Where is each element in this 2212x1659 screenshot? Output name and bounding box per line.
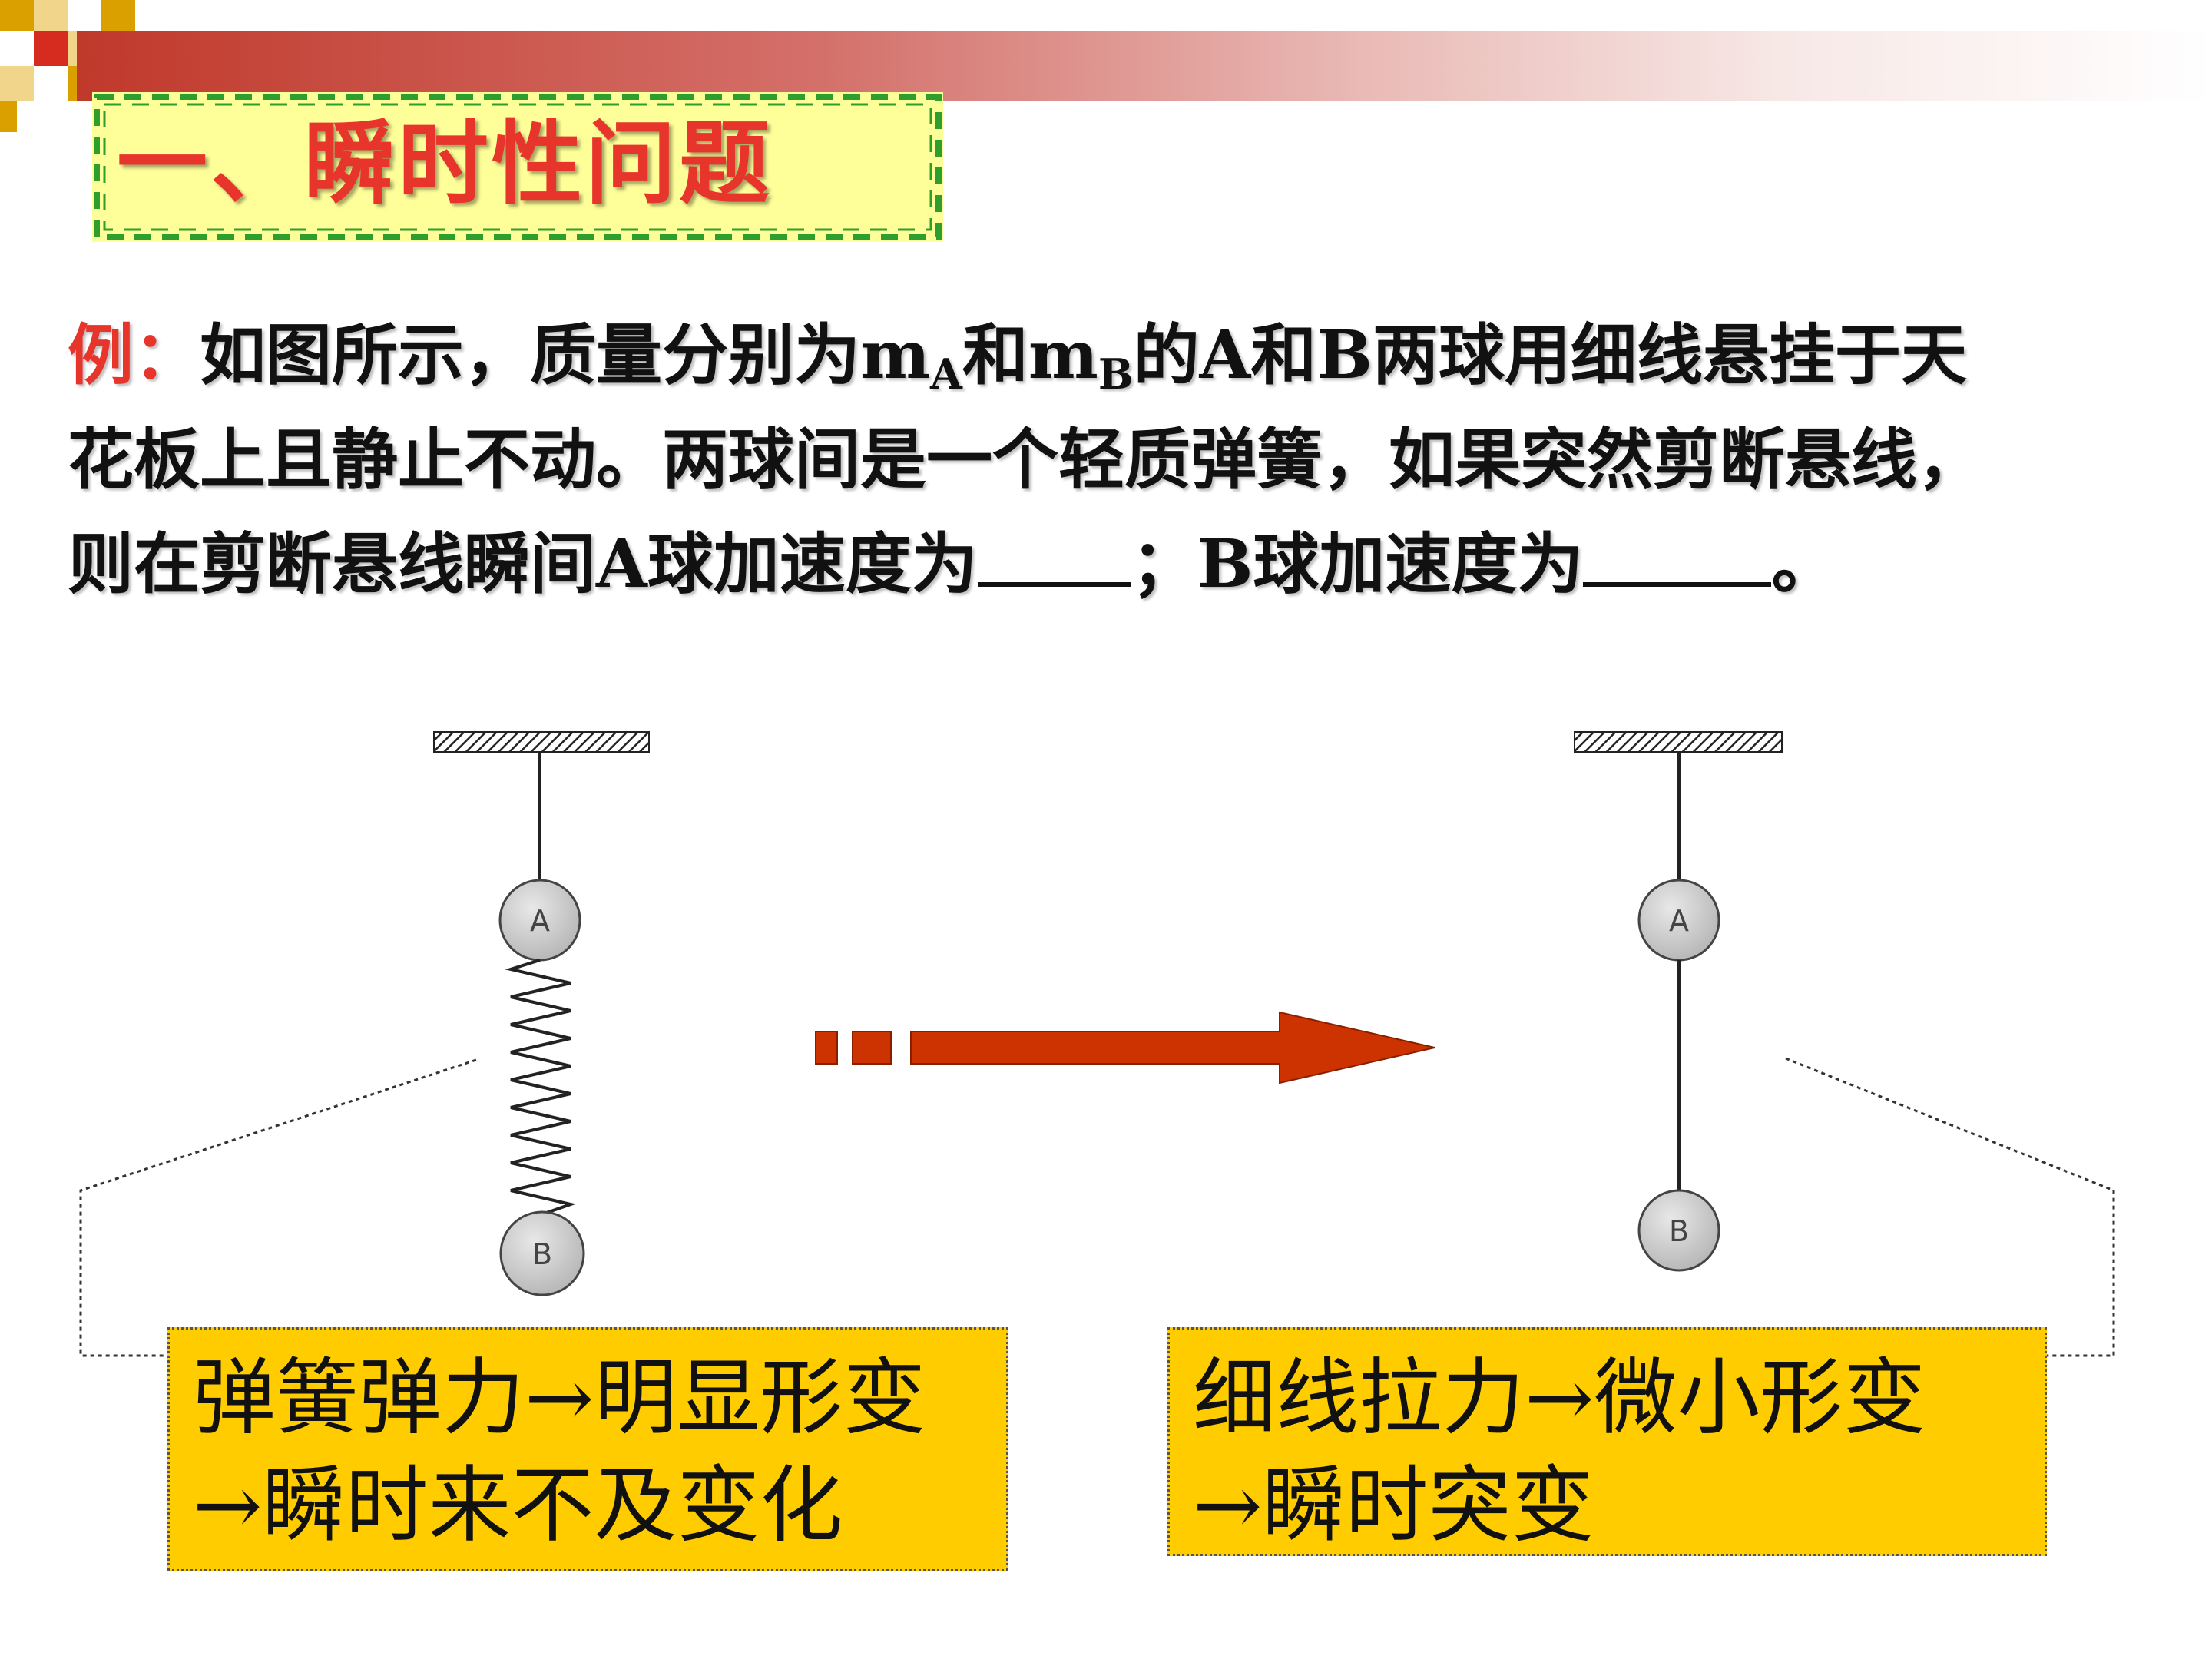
example-label: 例： bbox=[68, 316, 200, 394]
question-text: 例：如图所示，质量分别为mA和mB的A和B两球用细线悬挂于天 花板上且静止不动。… bbox=[68, 303, 2203, 617]
note-right-line-1: 细线拉力→微小形变 bbox=[1193, 1350, 1926, 1446]
question-text-1a: 如图所示，质量分别为m bbox=[200, 316, 930, 394]
answer-blank-b[interactable] bbox=[1583, 522, 1772, 587]
title-box: 一、瞬时性问题 bbox=[92, 92, 943, 242]
ceiling-left bbox=[433, 731, 650, 753]
question-text-1b: 和m bbox=[962, 316, 1098, 394]
decor-square-2 bbox=[34, 0, 68, 31]
ball-b-right-label: B bbox=[1669, 1214, 1689, 1248]
left-setup: A B bbox=[433, 731, 650, 1296]
subscript-a: A bbox=[930, 349, 962, 399]
transition-arrow bbox=[815, 1011, 1435, 1084]
ball-a-right-label: A bbox=[1669, 904, 1689, 938]
question-line-2: 花板上且静止不动。两球间是一个轻质弹簧，如果突然剪断悬线， bbox=[68, 421, 1983, 498]
decor-square-3 bbox=[101, 0, 135, 31]
decor-square-8 bbox=[0, 101, 17, 132]
note-left-line-2: →瞬时来不及变化 bbox=[193, 1458, 843, 1554]
callout-lines bbox=[79, 1057, 2115, 1357]
question-text-3a: 则在剪断悬线瞬间A球加速度为 bbox=[68, 525, 978, 603]
question-text-3b: ；B球加速度为 bbox=[1131, 525, 1584, 603]
question-line-1: 例：如图所示，质量分别为mA和mB的A和B两球用细线悬挂于天 bbox=[68, 303, 2203, 408]
question-text-1c: 的A和B两球用细线悬挂于天 bbox=[1133, 316, 1967, 394]
question-line-3: 则在剪断悬线瞬间A球加速度为 ；B球加速度为 。 bbox=[68, 512, 2203, 617]
answer-blank-a[interactable] bbox=[977, 522, 1131, 587]
ball-b-right bbox=[1637, 1189, 1720, 1272]
header-gradient-band bbox=[77, 31, 2212, 101]
right-setup: A B bbox=[1574, 731, 1783, 1272]
note-string-tension: 细线拉力→微小形变 →瞬时突变 bbox=[1167, 1327, 2047, 1556]
ball-a-left-label: A bbox=[530, 904, 550, 938]
decor-square-1 bbox=[0, 0, 34, 31]
note-spring-force: 弹簧弹力→明显形变 →瞬时来不及变化 bbox=[167, 1327, 1008, 1571]
decor-square-4 bbox=[34, 31, 68, 66]
ball-b-left-label: B bbox=[532, 1237, 552, 1271]
ball-b-left bbox=[499, 1210, 585, 1296]
note-left-line-1: 弹簧弹力→明显形变 bbox=[193, 1350, 926, 1446]
decor-square-6 bbox=[0, 66, 34, 101]
spring-left bbox=[505, 959, 577, 1217]
subscript-b: B bbox=[1098, 349, 1134, 399]
slide-title: 一、瞬时性问题 bbox=[117, 110, 773, 217]
ceiling-right bbox=[1574, 731, 1783, 753]
question-text-3c: 。 bbox=[1771, 525, 1838, 603]
title-box-border bbox=[94, 94, 942, 240]
note-right-line-2: →瞬时突变 bbox=[1193, 1458, 1594, 1554]
